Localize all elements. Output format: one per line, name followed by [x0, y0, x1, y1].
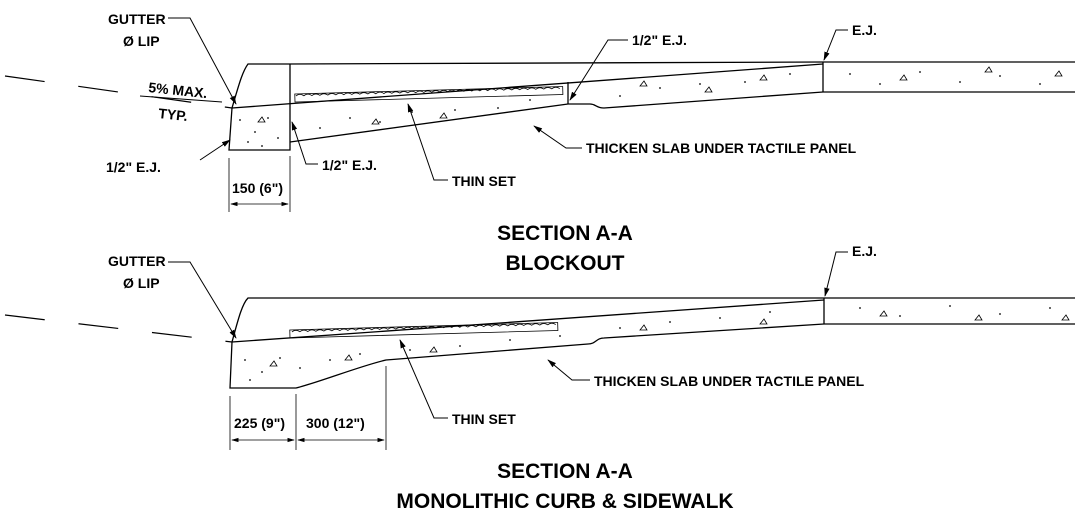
- thicken-label: THICKEN SLAB UNDER TACTILE PANEL: [586, 140, 857, 156]
- thicken-leader-2: [547, 359, 590, 381]
- ej-right-label-2: E.J.: [852, 243, 877, 259]
- section-subtitle-2: MONOLITHIC CURB & SIDEWALK: [396, 490, 733, 513]
- dim1-label: 225 (9"): [234, 415, 285, 431]
- ej-top-leader: [569, 39, 628, 101]
- curb-block: [228, 64, 291, 151]
- thicken-leader: [533, 125, 582, 149]
- dim-label: 150 (6"): [232, 180, 283, 196]
- ramp-surface-2: [231, 299, 825, 343]
- concrete-hatch: [239, 66, 1063, 147]
- thin-set-leader: [407, 103, 448, 181]
- typ-label: TYP.: [158, 105, 189, 124]
- section-monolithic: GUTTER Ø LIP E.J. THIN SET THICKEN SLAB …: [4, 243, 1075, 513]
- ej-left-leader: [199, 139, 231, 161]
- concrete-hatch-2: [244, 305, 1070, 381]
- gutter-leader: [168, 17, 237, 105]
- slope-label: 5% MAX.: [148, 79, 208, 101]
- tactile-domes-2: [291, 322, 557, 333]
- ej-mid-leader: [291, 121, 318, 165]
- lip-label: Ø LIP: [123, 33, 160, 49]
- section-blockout: GUTTER Ø LIP 5% MAX. TYP. 1/2" E.J. E.J.…: [4, 11, 1075, 275]
- thicken-label-2: THICKEN SLAB UNDER TACTILE PANEL: [594, 373, 865, 389]
- thin-set-label-2: THIN SET: [452, 411, 516, 427]
- section-title-2: SECTION A-A: [497, 460, 633, 483]
- ej-top-label: 1/2" E.J.: [632, 32, 687, 48]
- dim2-label: 300 (12"): [306, 415, 365, 431]
- section-title: SECTION A-A: [497, 222, 633, 245]
- ej-mid-label: 1/2" E.J.: [322, 157, 377, 173]
- section-subtitle: BLOCKOUT: [506, 252, 625, 275]
- gutter-label: GUTTER: [108, 11, 166, 27]
- curb-top: [231, 63, 290, 109]
- ej-right-leader-2: [824, 251, 848, 297]
- gutter-leader-2: [168, 261, 237, 339]
- ej-right-leader: [823, 29, 848, 61]
- sidewalk-top-surface: [289, 61, 824, 65]
- thin-set-leader-2: [399, 339, 448, 419]
- gutter-dashed-line: [4, 75, 233, 109]
- tactile-domes: [295, 86, 561, 97]
- lip-label-2: Ø LIP: [123, 275, 160, 291]
- thin-set-label: THIN SET: [452, 173, 516, 189]
- curb-bottom-2: [229, 323, 1075, 389]
- tactile-panel: [294, 86, 564, 103]
- gutter-label-2: GUTTER: [108, 253, 166, 269]
- ej-left-label: 1/2" E.J.: [106, 159, 161, 175]
- ramp-bottom: [289, 91, 824, 143]
- tactile-panel-2: [289, 322, 559, 339]
- ej-right-label: E.J.: [852, 22, 877, 38]
- slope-line: [139, 95, 223, 103]
- gutter-dashed-line-2: [4, 314, 233, 343]
